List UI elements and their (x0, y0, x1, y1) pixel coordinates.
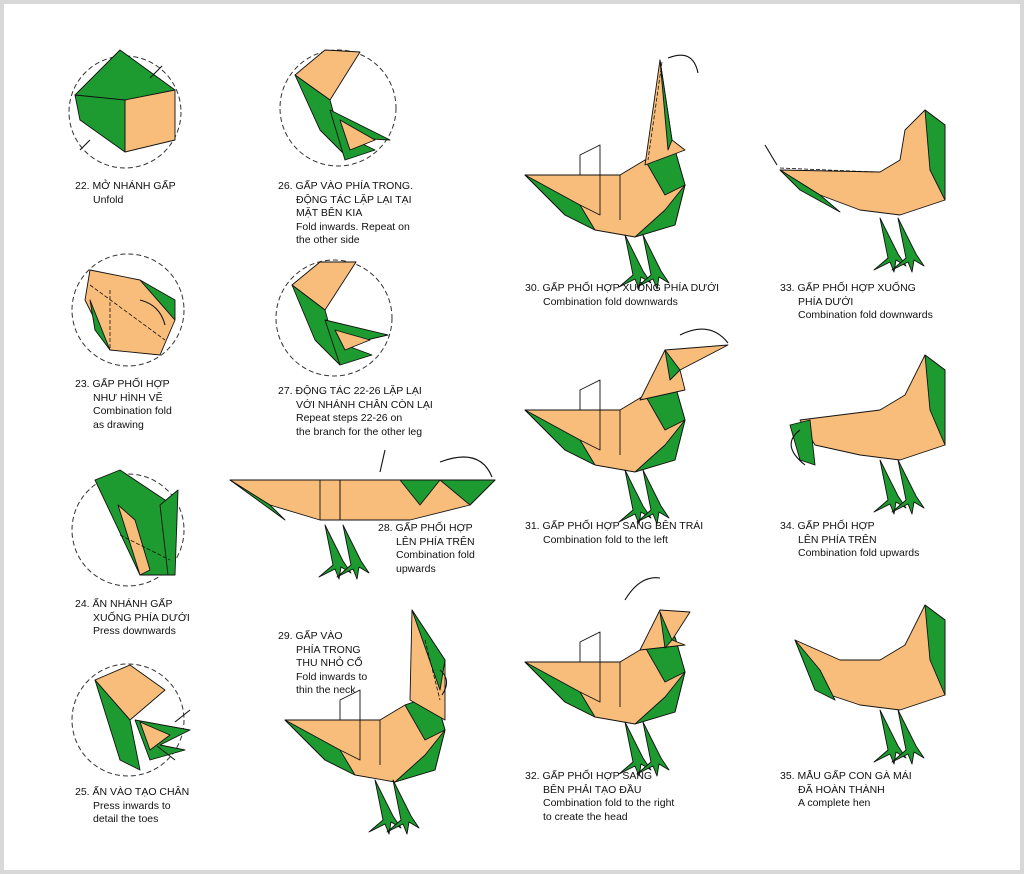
caption-english-line: Fold inwards to (296, 670, 368, 683)
figure-step-30 (524, 54, 699, 290)
caption-english-line: Combination fold to the right (543, 797, 675, 810)
caption-vietnamese-line: 22. MỞ NHÁNH GẤP (75, 180, 176, 192)
caption-vietnamese-line: 32. GẤP PHỐI HỢP SANG (525, 770, 653, 782)
caption-vietnamese-line: BÊN PHẢI TẠO ĐẦU (543, 783, 642, 796)
figure-step-35 (794, 604, 946, 765)
caption-vietnamese-line: 34. GẤP PHỐI HỢP (780, 520, 875, 532)
caption-english-line: Combination fold (396, 549, 475, 562)
caption-vietnamese-line: 30. GẤP PHỐI HỢP XUỐNG PHÍA DƯỚI (525, 282, 720, 294)
caption-vietnamese-line: 33. GẤP PHỐI HỢP XUỐNG (780, 282, 916, 294)
caption-vietnamese-line: 24. ẤN NHÁNH GẤP (75, 598, 173, 610)
caption-vietnamese-line: 31. GẤP PHỐI HỢP SANG BÊN TRÁI (525, 520, 704, 532)
caption-english-line: Combination fold to the left (543, 533, 668, 546)
caption-step-26: 26. GẤP VÀO PHÍA TRONG.ĐỘNG TÁC LẶP LẠI … (278, 180, 413, 248)
figure-step-26 (279, 49, 397, 167)
figure-step-23 (71, 253, 185, 367)
caption-vietnamese-line: 28. GẤP PHỐI HỢP (378, 522, 473, 534)
caption-english-line: the branch for the other leg (296, 425, 423, 438)
caption-vietnamese-line: PHÍA DƯỚI (798, 295, 854, 308)
caption-english-line: Unfold (93, 193, 124, 206)
caption-vietnamese-line: ĐỘNG TÁC LẶP LẠI TẠI (296, 193, 412, 206)
caption-vietnamese-line: MẶT BÊN KIA (296, 207, 363, 220)
caption-english-line: detail the toes (93, 813, 159, 826)
caption-vietnamese-line: LÊN PHÍA TRÊN (798, 533, 877, 546)
caption-vietnamese-line: 27. ĐỘNG TÁC 22-26 LẶP LẠI (278, 385, 422, 397)
caption-english-line: Combination fold downwards (798, 309, 933, 322)
figure-step-32 (524, 577, 691, 777)
caption-vietnamese-line: PHÍA TRONG (296, 643, 361, 656)
caption-vietnamese-line: 29. GẤP VÀO (278, 630, 343, 642)
caption-vietnamese-line: 35. MẪU GẤP CON GÀ MÁI (780, 770, 912, 782)
caption-english-line: Repeat steps 22-26 on (296, 412, 403, 425)
caption-vietnamese-line: 25. ẤN VÀO TẠO CHÂN (75, 786, 190, 798)
caption-english-line: to create the head (543, 810, 628, 823)
figure-step-25 (71, 663, 191, 777)
figure-step-24 (71, 469, 185, 587)
caption-vietnamese-line: LÊN PHÍA TRÊN (396, 535, 475, 548)
caption-english-line: upwards (396, 562, 436, 575)
caption-english-line: Combination fold downwards (543, 295, 678, 308)
figure-step-34 (789, 354, 946, 515)
caption-vietnamese-line: ĐÃ HOÀN THÀNH (798, 783, 885, 796)
caption-english-line: Fold inwards. Repeat on (296, 220, 410, 233)
caption-english-line: the other side (296, 234, 360, 247)
figure-step-29 (284, 609, 448, 835)
caption-vietnamese-line: 26. GẤP VÀO PHÍA TRONG. (278, 180, 413, 192)
caption-english-line: Press inwards to (93, 799, 171, 812)
caption-english-line: Press downwards (93, 625, 176, 638)
caption-vietnamese-line: THU NHỎ CỔ (296, 657, 363, 670)
caption-vietnamese-line: 23. GẤP PHỐI HỢP (75, 378, 170, 390)
caption-english-line: A complete hen (798, 797, 871, 810)
figure-step-28 (229, 449, 496, 580)
figure-step-31 (524, 328, 729, 525)
caption-english-line: as drawing (93, 418, 144, 431)
caption-english-line: Combination fold (93, 405, 172, 418)
caption-english-line: thin the neck (296, 684, 356, 697)
caption-english-line: Combination fold upwards (798, 547, 920, 560)
caption-vietnamese-line: NHƯ HÌNH VẼ (93, 391, 163, 404)
figure-step-27 (275, 259, 393, 377)
caption-vietnamese-line: VỚI NHÁNH CHÂN CÒN LẠI (296, 398, 433, 411)
caption-vietnamese-line: XUỐNG PHÍA DƯỚI (93, 611, 190, 624)
figure-step-22 (68, 49, 182, 169)
figure-step-33 (764, 109, 946, 273)
